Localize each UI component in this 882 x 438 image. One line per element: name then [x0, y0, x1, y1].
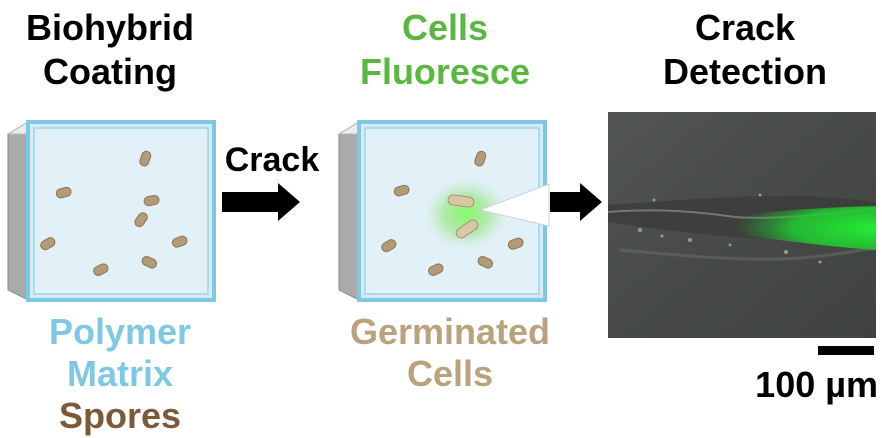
spore: [143, 195, 160, 207]
spore: [171, 235, 188, 248]
scale-bar: [818, 346, 874, 355]
panel1-title-line2: Coating: [43, 51, 177, 92]
crack: [478, 183, 550, 227]
spore: [93, 263, 109, 276]
panel3-title-line2: Detection: [662, 51, 828, 92]
germinated-label-line1: Germinated: [349, 311, 551, 352]
scale-bar-label: 100 µm: [755, 364, 878, 405]
crack-micrograph: [607, 112, 877, 338]
fluorescence-glow: [424, 178, 508, 250]
panel2-cracked-block: [337, 120, 550, 302]
panel1-title-line1: Biohybrid: [26, 7, 194, 48]
spore: [134, 212, 148, 228]
germinated-cell: [455, 219, 479, 239]
crack-fluorescence: [700, 206, 876, 250]
spore: [40, 237, 56, 251]
crack-arrow-label: Crack: [224, 141, 320, 179]
panel1-coating-block: [6, 120, 216, 302]
spore: [55, 186, 72, 199]
spore: [139, 150, 152, 167]
spore: [477, 255, 494, 269]
arrow-right-icon: [222, 183, 300, 221]
panel2-spores: [381, 150, 524, 276]
spore: [393, 184, 410, 197]
panel2-title-line2: Fluoresce: [359, 51, 531, 92]
spore: [141, 255, 158, 269]
spores: [40, 150, 188, 276]
spore: [381, 239, 397, 253]
spore: [428, 263, 444, 276]
arrow-right-icon: [550, 183, 602, 221]
panel3-title-line1: Crack: [694, 7, 796, 48]
polymer-label-line2: Matrix: [66, 353, 174, 394]
germinated-cells: [447, 194, 479, 239]
germinated-label-line2: Cells: [406, 353, 494, 394]
polymer-label-line1: Polymer: [48, 311, 192, 352]
panel2-title-line1: Cells: [401, 7, 489, 48]
spore: [507, 237, 524, 250]
germinated-cell: [447, 194, 475, 208]
spore: [474, 150, 487, 167]
spores-label: Spores: [58, 395, 182, 436]
